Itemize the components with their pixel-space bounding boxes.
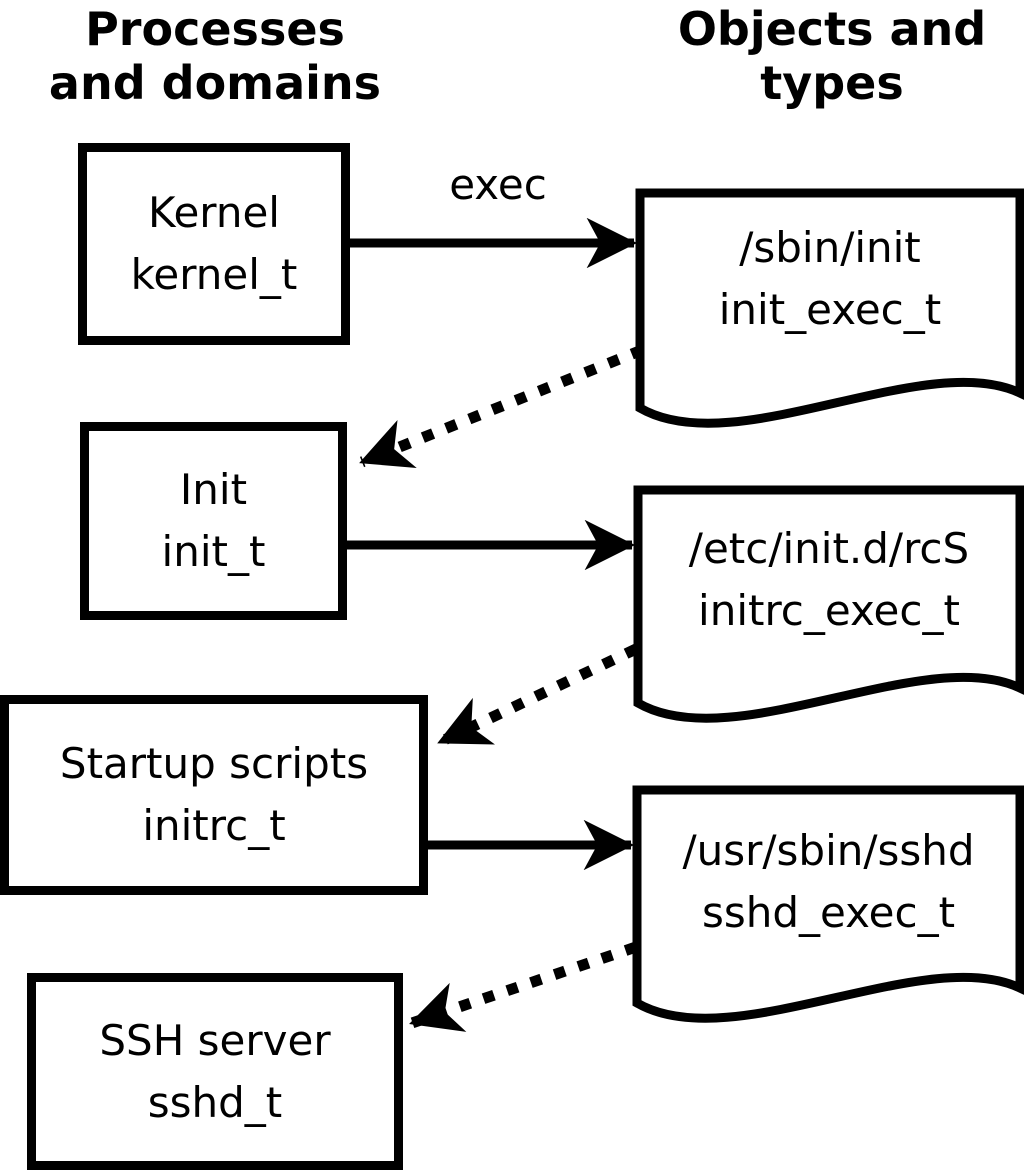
column-header-processes-line2: and domains (48, 56, 382, 110)
object-doc-label-sbin-init: /sbin/init init_exec_t (640, 193, 1020, 341)
process-name: SSH server (99, 1015, 331, 1065)
exec-arrow-label: exec (449, 160, 547, 209)
process-box-kernel: Kernel kernel_t (78, 143, 350, 345)
object-doc-label-etc-initd-rcs: /etc/init.d/rcS initrc_exec_t (638, 490, 1020, 642)
object-type: init_exec_t (718, 285, 942, 334)
object-doc-shape-etc-initd-rcs (633, 485, 1024, 723)
process-name: Init (179, 465, 248, 514)
column-header-objects: Objects and types (640, 2, 1024, 110)
object-path: /etc/init.d/rcS (688, 524, 970, 573)
object-path: /sbin/init (739, 223, 921, 272)
object-type: sshd_exec_t (701, 888, 956, 937)
object-doc-shape-usr-sbin-sshd (632, 785, 1024, 1023)
column-header-processes: Processes and domains (0, 2, 430, 110)
process-box-ssh-server: SSH server sshd_t (27, 973, 403, 1170)
object-type: initrc_exec_t (698, 586, 960, 635)
process-domain-type: sshd_t (147, 1077, 283, 1127)
process-name: Kernel (148, 188, 280, 237)
dotted-arrow-sbin-init-to-init (359, 344, 645, 468)
process-box-init: Init init_t (80, 422, 347, 620)
column-header-processes-line1: Processes (85, 2, 345, 56)
process-domain-type: initrc_t (142, 801, 286, 850)
object-path: /usr/sbin/sshd (682, 826, 975, 875)
process-domain-type: kernel_t (130, 250, 298, 299)
process-name: Startup scripts (59, 739, 369, 788)
column-header-objects-line1: Objects and (677, 2, 987, 56)
dotted-arrow-sshd-exec-to-sshd (409, 941, 638, 1032)
object-doc-shape-sbin-init (635, 188, 1024, 428)
column-header-objects-line2: types (760, 56, 904, 110)
process-domain-type: init_t (161, 527, 266, 576)
process-box-startup-scripts: Startup scripts initrc_t (0, 695, 428, 895)
dotted-arrow-rcs-to-initrc (437, 644, 639, 747)
object-doc-label-usr-sbin-sshd: /usr/sbin/sshd sshd_exec_t (637, 790, 1020, 944)
